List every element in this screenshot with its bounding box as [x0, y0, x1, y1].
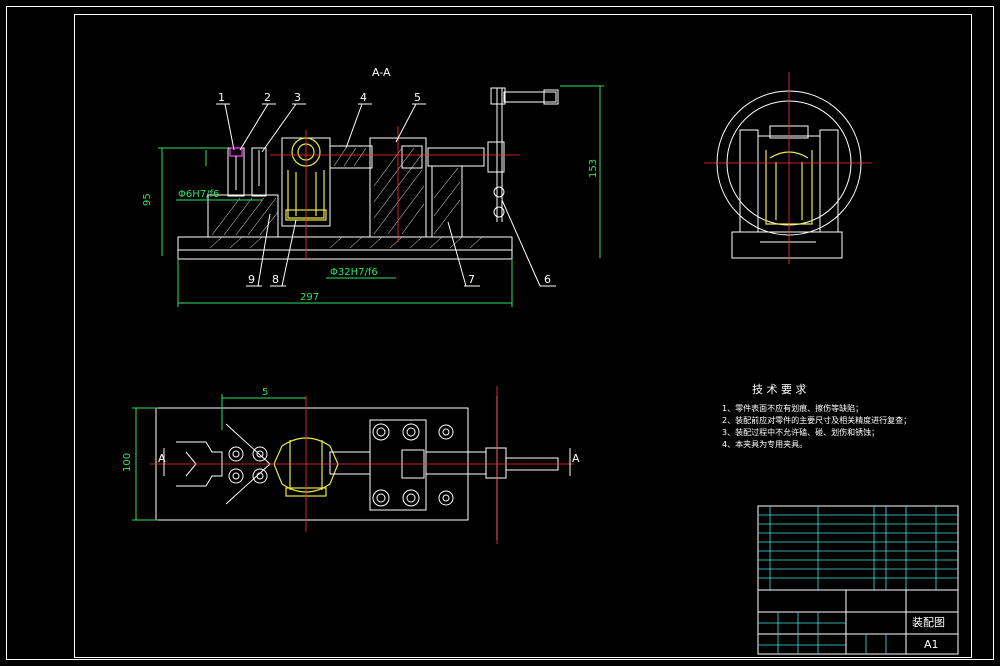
- section-mark-left: A: [158, 452, 166, 465]
- sheet-size: A1: [924, 638, 939, 651]
- tech-title: 技 术 要 求: [752, 383, 807, 396]
- screw-rod: [329, 145, 373, 169]
- section-label: A-A: [372, 66, 391, 79]
- part-number-5: 5: [414, 91, 421, 104]
- side-view: [704, 72, 872, 264]
- part-number-8: 8: [272, 273, 279, 286]
- right-support: [431, 165, 463, 238]
- title-block-main: [757, 589, 959, 655]
- top-view: A A 100 5: [122, 386, 580, 544]
- crank-hub: [487, 141, 505, 173]
- dim-width-100: 100: [122, 453, 133, 472]
- front-section-view: A-A: [142, 66, 604, 307]
- drawing-name: 装配图: [912, 616, 945, 629]
- base-plate: [177, 236, 513, 260]
- mounting-holes: [228, 423, 454, 507]
- front-dimensions: 95 153 Φ6H7/f6 Φ32H7/f6 297: [142, 85, 604, 307]
- tech-item-1: 1、零件表面不应有划痕、擦伤等缺陷；: [722, 403, 863, 413]
- part-number-leaders: 1 2 3 4 5 6 7 8 9: [216, 91, 556, 287]
- tech-item-2: 2、装配前应对零件的主要尺寸及相关精度进行复查；: [722, 415, 911, 425]
- technical-requirements: 技 术 要 求 1、零件表面不应有划痕、擦伤等缺陷； 2、装配前应对零件的主要尺…: [722, 383, 911, 449]
- part-number-4: 4: [360, 91, 367, 104]
- dim-height-95: 95: [142, 193, 153, 206]
- title-block: 装配图 A1: [757, 505, 959, 655]
- tech-item-4: 4、本夹具为专用夹具。: [722, 439, 807, 449]
- section-mark-right: A: [572, 452, 580, 465]
- side-base: [731, 231, 843, 259]
- part-number-2: 2: [264, 91, 271, 104]
- dim-offset-5: 5: [262, 387, 268, 398]
- part-number-7: 7: [468, 273, 475, 286]
- dim-fit-large: Φ32H7/f6: [330, 267, 378, 278]
- base-hatch: [209, 236, 483, 249]
- drawing-inner-border: [74, 14, 972, 658]
- parts-list: [757, 505, 959, 591]
- part-number-1: 1: [218, 91, 225, 104]
- part-number-3: 3: [294, 91, 301, 104]
- left-support-block: [207, 194, 279, 238]
- tech-item-3: 3、装配过程中不允许磕、碰、划伤和锈蚀；: [722, 427, 879, 437]
- dim-height-153: 153: [588, 159, 599, 178]
- dim-fit-small: Φ6H7/f6: [178, 189, 219, 200]
- top-middle-block: [369, 419, 427, 511]
- drawing-outer-border: [6, 6, 994, 660]
- part-number-6: 6: [544, 273, 551, 286]
- crank-grip: [503, 91, 557, 103]
- part-number-9: 9: [248, 273, 255, 286]
- dim-length-297: 297: [300, 292, 319, 303]
